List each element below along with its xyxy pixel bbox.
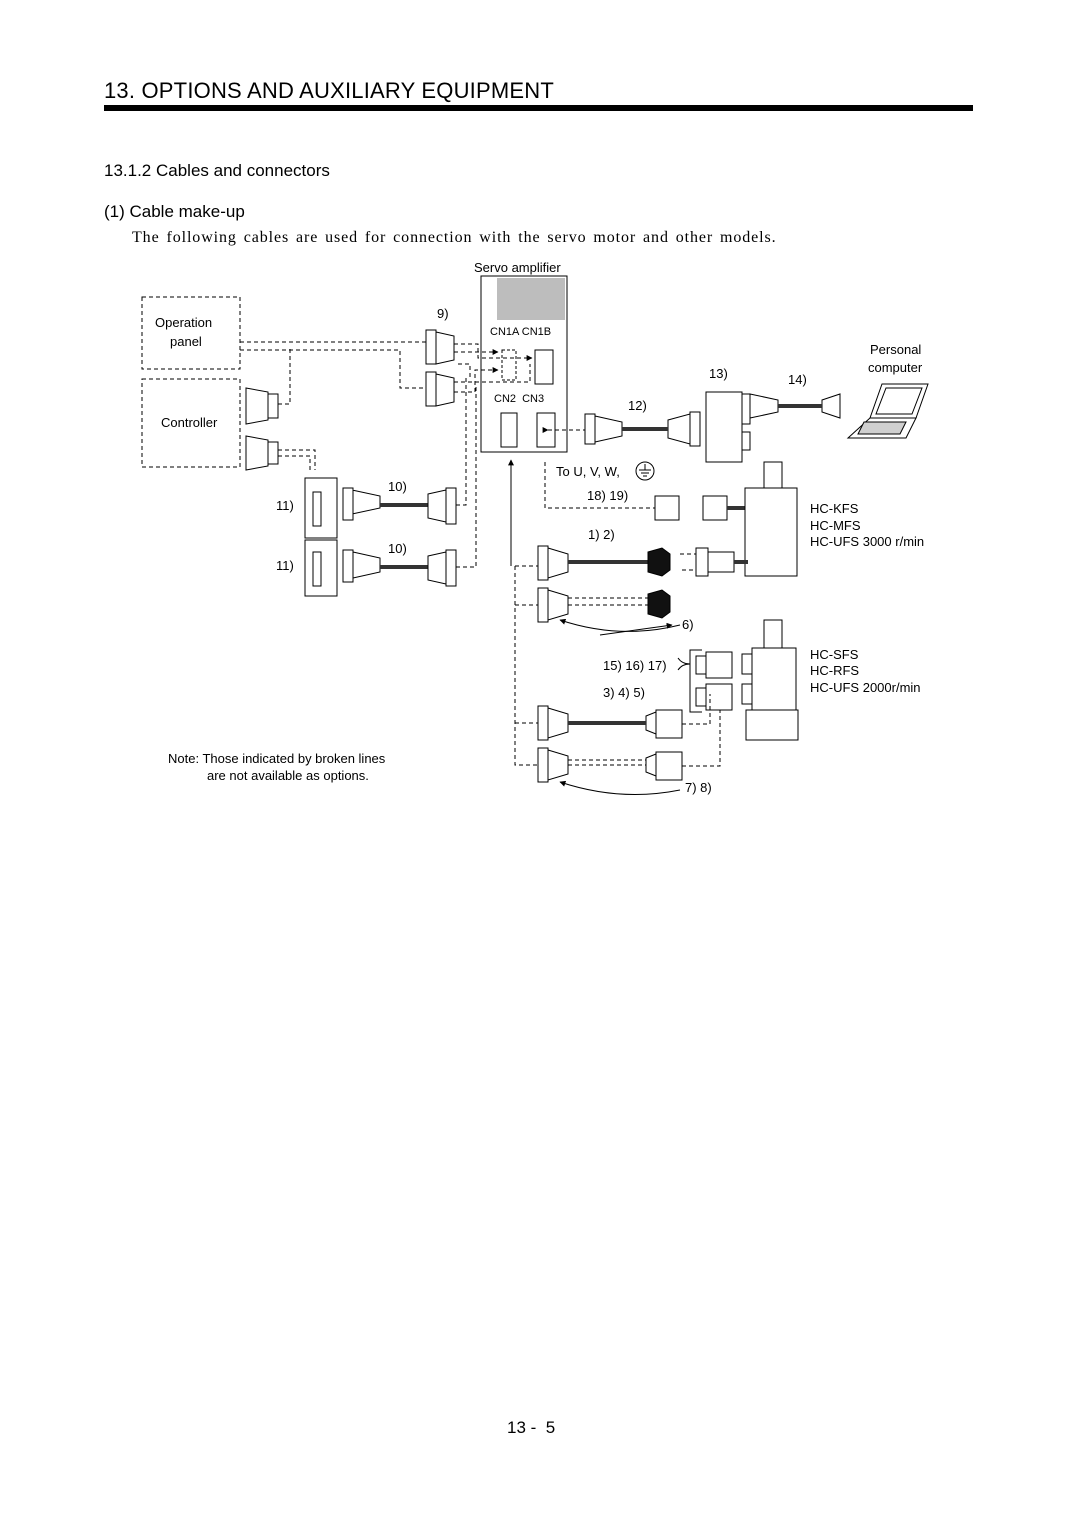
cable-11-unit-1 bbox=[304, 477, 381, 539]
cable-9-connectors bbox=[425, 329, 455, 407]
personal-computer-label-line1: Personal bbox=[870, 342, 921, 357]
motor-group-1-model-1: HC-KFS bbox=[810, 501, 859, 516]
operation-panel-box bbox=[141, 296, 241, 370]
cable-1-2-label: 1) 2) bbox=[588, 527, 615, 542]
laptop-icon bbox=[846, 383, 929, 439]
cable-11-unit-2 bbox=[304, 539, 381, 597]
cable-10-connectors bbox=[427, 487, 457, 587]
servo-amplifier-label: Servo amplifier bbox=[474, 260, 561, 275]
servo-motor-2 bbox=[695, 619, 799, 741]
cable-9-label: 9) bbox=[437, 306, 449, 321]
chapter-rule bbox=[104, 105, 973, 111]
controller-box bbox=[141, 378, 241, 468]
cable-18-19-connectors bbox=[654, 495, 728, 521]
to-uvw-label: To U, V, W, bbox=[556, 464, 620, 479]
black-connector-icon bbox=[647, 547, 671, 619]
cable-11a-label: 11) bbox=[276, 498, 294, 513]
cn1a-cn1b-label: CN1A CN1B bbox=[490, 326, 551, 338]
cable-12-label: 12) bbox=[628, 398, 647, 413]
cable-7-8-connectors bbox=[537, 705, 683, 783]
section-heading: 13.1.2 Cables and connectors bbox=[104, 161, 330, 180]
cable-15-17-label: 15) 16) 17) bbox=[603, 658, 667, 673]
motor-group-2-model-1: HC-SFS bbox=[810, 647, 859, 662]
motor-group-1-model-3: HC-UFS 3000 r/min bbox=[810, 534, 924, 549]
chapter-title: 13. OPTIONS AND AUXILIARY EQUIPMENT bbox=[104, 78, 554, 103]
page-number: 13 - 5 bbox=[507, 1418, 556, 1437]
cable-13-label: 13) bbox=[709, 366, 728, 381]
controller-connectors bbox=[245, 387, 279, 471]
servo-motor-1 bbox=[744, 461, 798, 577]
controller-label: Controller bbox=[161, 415, 218, 430]
cable-10a-label: 10) bbox=[388, 479, 407, 494]
ground-icon bbox=[635, 461, 655, 481]
motor-group-2-model-3: HC-UFS 2000r/min bbox=[810, 680, 921, 695]
servo-amplifier bbox=[480, 275, 568, 453]
cable-1-2-connectors bbox=[537, 545, 735, 623]
cable-6-label: 6) bbox=[682, 617, 694, 632]
motor-group-2-model-2: HC-RFS bbox=[810, 663, 859, 678]
intro-paragraph: The following cables are used for connec… bbox=[132, 229, 777, 246]
operation-panel-label-line1: Operation bbox=[155, 315, 212, 330]
personal-computer-label-line2: computer bbox=[868, 360, 923, 375]
diagram-note-line1: Note: Those indicated by broken lines bbox=[168, 751, 386, 766]
cable-11b-label: 11) bbox=[276, 558, 294, 573]
sub-heading: (1) Cable make-up bbox=[104, 202, 245, 221]
cable-10b-label: 10) bbox=[388, 541, 407, 556]
cable-3-5-label: 3) 4) 5) bbox=[603, 685, 645, 700]
cable-18-19-label: 18) 19) bbox=[587, 488, 628, 503]
motor-group-1-model-2: HC-MFS bbox=[810, 518, 861, 533]
cn2-cn3-label: CN2 CN3 bbox=[494, 393, 544, 405]
cable-12-13-14-connectors bbox=[584, 391, 841, 463]
operation-panel-label-line2: panel bbox=[170, 334, 202, 349]
cable-14-label: 14) bbox=[788, 372, 807, 387]
cable-7-8-label: 7) 8) bbox=[685, 780, 712, 795]
diagram-note-line2: are not available as options. bbox=[207, 768, 369, 783]
